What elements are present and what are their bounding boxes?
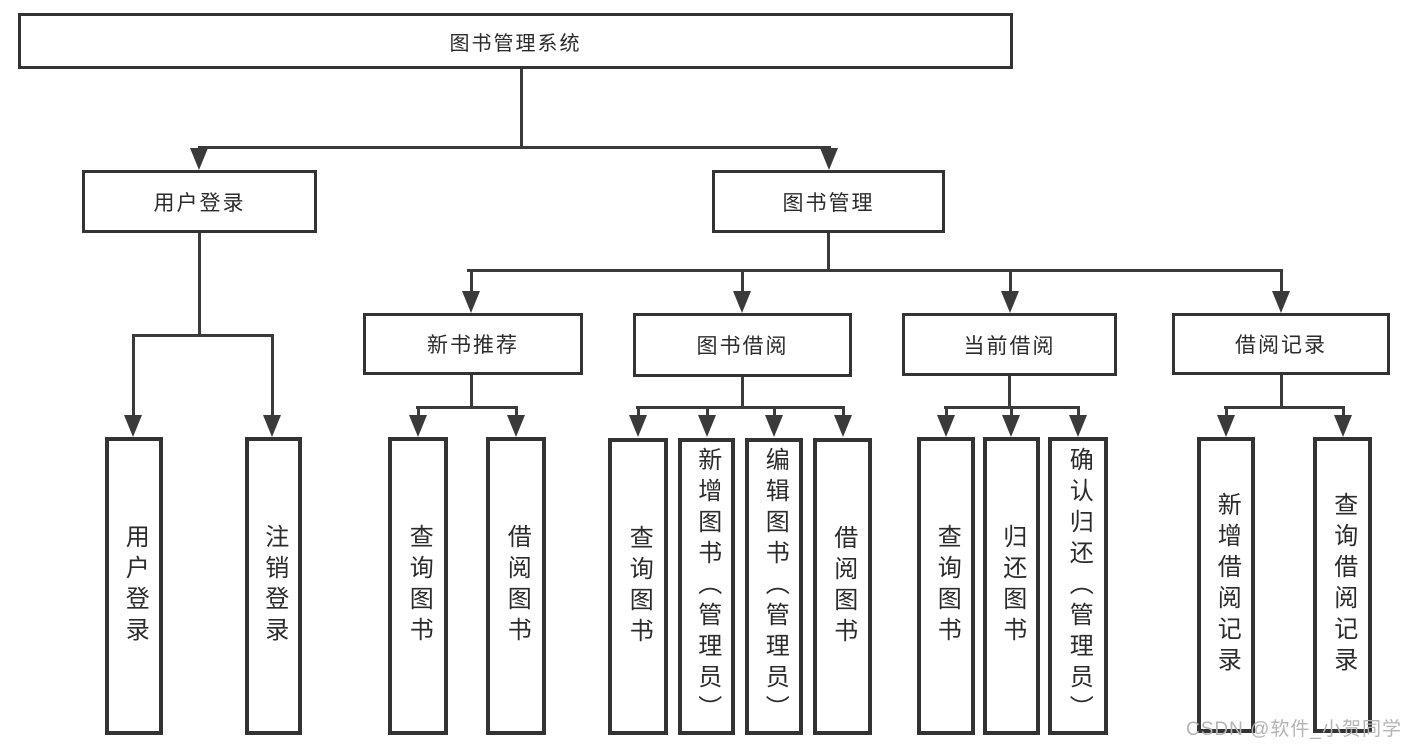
connector-drop — [1009, 269, 1012, 293]
connector-borrowrecord-rail — [1224, 406, 1345, 409]
leaf-current-return-book: 归还图书 — [983, 437, 1040, 735]
leaf-label: 归还图书 — [998, 524, 1026, 648]
leaf-logout-login: 注销登录 — [245, 437, 302, 735]
leaf-label: 确认归还（管理员） — [1065, 446, 1093, 726]
connector-borrowrecord-stub — [1280, 373, 1283, 409]
leaf-label: 新增借阅记录 — [1213, 492, 1241, 678]
arrow-down-icon — [834, 415, 852, 437]
arrow-down-icon — [190, 148, 208, 170]
connector-drop — [637, 406, 640, 417]
leaf-label: 注销登录 — [260, 524, 288, 648]
node-root-label: 图书管理系统 — [449, 32, 582, 55]
arrow-down-icon — [765, 415, 783, 437]
node-label: 图书管理 — [782, 191, 875, 215]
connector-bookborrow-rail — [636, 406, 845, 409]
arrow-down-icon — [629, 415, 647, 437]
leaf-borrow-add-book-admin: 新增图书（管理员） — [678, 438, 735, 735]
leaf-label: 查询图书 — [933, 524, 961, 648]
connector-drop — [1077, 406, 1080, 417]
node-book-management: 图书管理 — [712, 170, 945, 233]
leaf-current-query-book: 查询图书 — [917, 437, 975, 735]
connector-drop — [741, 269, 744, 293]
arrow-down-icon — [462, 291, 480, 313]
arrow-down-icon — [698, 415, 716, 437]
connector-drop — [132, 334, 135, 416]
arrow-down-icon — [1001, 291, 1019, 313]
leaf-newbook-borrow-book: 借阅图书 — [486, 437, 546, 735]
leaf-current-confirm-return-admin: 确认归还（管理员） — [1048, 437, 1108, 735]
leaf-user-login: 用户登录 — [105, 437, 163, 735]
connector-drop — [271, 334, 274, 416]
arrow-down-icon — [409, 415, 427, 437]
connector-bookborrow-stub — [741, 375, 744, 409]
arrow-down-icon — [1334, 415, 1352, 437]
leaf-label: 用户登录 — [121, 524, 149, 648]
node-label: 当前借阅 — [963, 334, 1056, 358]
leaf-label: 借阅图书 — [829, 524, 857, 649]
connector-root-stub — [520, 69, 523, 148]
connector-drop — [706, 406, 709, 417]
leaf-borrow-query-book: 查询图书 — [608, 438, 668, 735]
connector-level2-rail — [198, 146, 831, 149]
connector-currentborrow-stub — [1008, 374, 1011, 409]
arrow-down-icon — [263, 415, 281, 437]
connector-newbook-rail — [416, 406, 518, 409]
connector-drop — [1225, 406, 1228, 417]
connector-drop — [1342, 406, 1345, 417]
arrow-down-icon — [937, 415, 955, 437]
node-label: 借阅记录 — [1235, 334, 1327, 357]
connector-drop — [773, 406, 776, 417]
leaf-label: 编辑图书（管理员） — [761, 447, 789, 726]
node-borrow-record: 借阅记录 — [1172, 313, 1390, 375]
leaf-record-add-borrow-record: 新增借阅记录 — [1197, 437, 1255, 733]
node-user-login: 用户登录 — [82, 170, 317, 233]
arrow-down-icon — [1002, 415, 1020, 437]
leaf-record-query-borrow-record: 查询借阅记录 — [1313, 437, 1372, 733]
connector-drop — [842, 406, 845, 417]
leaf-label: 借阅图书 — [503, 524, 531, 648]
connector-newbook-stub — [470, 373, 473, 409]
node-new-book-recommend: 新书推荐 — [363, 313, 583, 375]
connector-userlogin-rail — [132, 334, 274, 337]
arrow-down-icon — [1217, 415, 1235, 437]
arrow-down-icon — [1272, 291, 1290, 313]
node-root-system: 图书管理系统 — [18, 13, 1013, 69]
leaf-borrow-edit-book-admin: 编辑图书（管理员） — [745, 438, 803, 735]
arrow-down-icon — [1069, 415, 1087, 437]
leaf-label: 查询借阅记录 — [1329, 492, 1357, 678]
node-label: 图书借阅 — [696, 335, 789, 358]
connector-drop — [515, 406, 518, 417]
leaf-label: 查询图书 — [625, 524, 653, 649]
connector-drop — [470, 269, 473, 293]
connector-bookmgmt-stub — [827, 231, 830, 272]
node-label: 用户登录 — [153, 191, 246, 215]
leaf-label: 查询图书 — [405, 524, 433, 648]
arrow-down-icon — [820, 148, 838, 170]
leaf-label: 新增图书（管理员） — [693, 447, 721, 726]
connector-drop — [1010, 406, 1013, 417]
node-label: 新书推荐 — [427, 334, 519, 357]
node-book-borrow: 图书借阅 — [633, 313, 852, 377]
arrow-down-icon — [124, 415, 142, 437]
arrow-down-icon — [733, 291, 751, 313]
node-current-borrow: 当前借阅 — [902, 313, 1117, 376]
connector-drop — [1280, 269, 1283, 293]
csdn-watermark: CSDN @软件_小贺同学 — [1186, 719, 1402, 740]
leaf-newbook-query-book: 查询图书 — [388, 437, 448, 735]
connector-drop — [945, 406, 948, 417]
leaf-borrow-borrow-book: 借阅图书 — [813, 438, 872, 735]
connector-level3-rail — [467, 269, 1283, 272]
arrow-down-icon — [507, 415, 525, 437]
connector-drop — [417, 406, 420, 417]
connector-userlogin-stub — [198, 231, 201, 336]
